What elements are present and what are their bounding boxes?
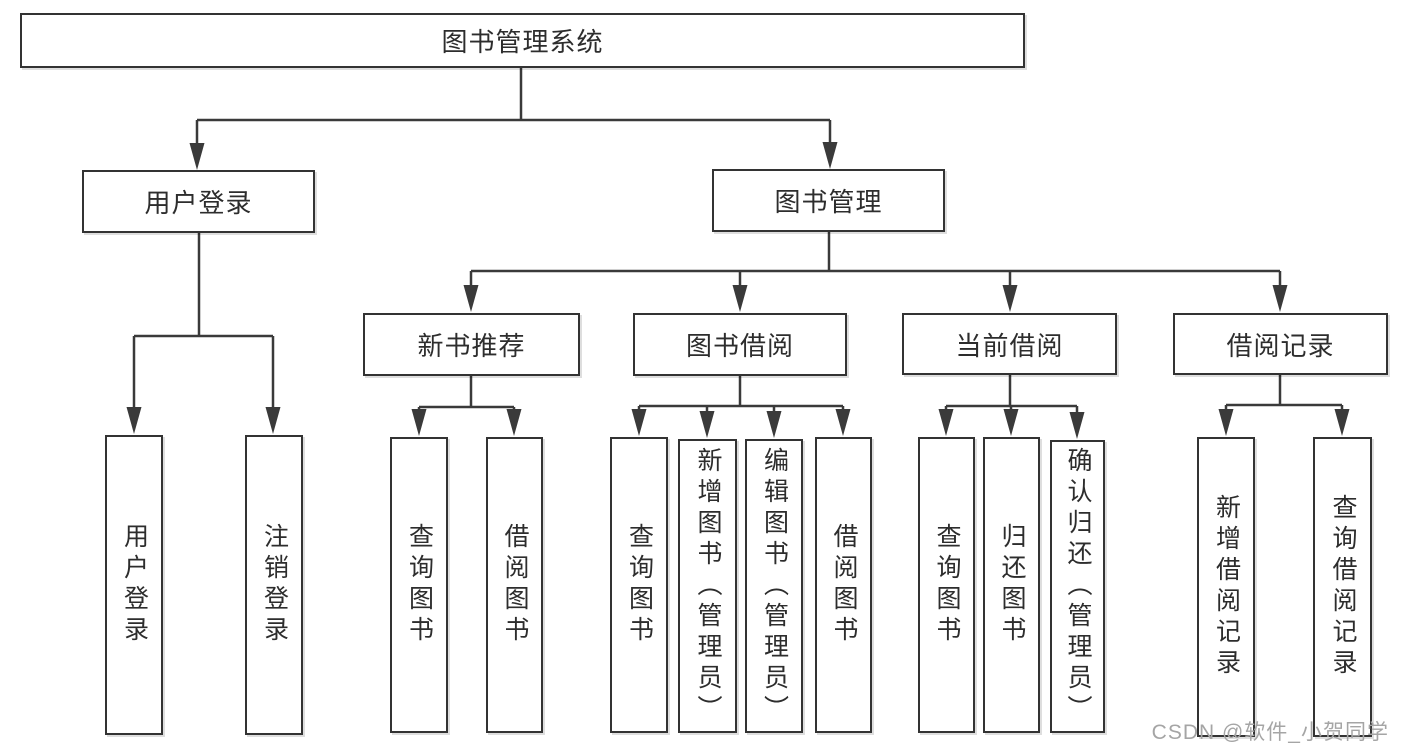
node-bb-query-books-label: 查询图书 — [625, 523, 654, 647]
node-root-label: 图书管理系统 — [441, 27, 604, 57]
node-bb-borrow-books: 借阅图书 — [815, 437, 872, 733]
node-book-mgmt: 图书管理 — [712, 169, 945, 232]
node-bb-add-books-label: 新增图书（管理员） — [694, 446, 722, 726]
node-rec-add-record-label: 新增借阅记录 — [1212, 494, 1241, 680]
node-rec-query-books: 查询图书 — [390, 437, 448, 733]
node-root: 图书管理系统 — [20, 13, 1025, 68]
node-logout-leaf: 注销登录 — [245, 435, 303, 735]
node-book-borrow-label: 图书借阅 — [685, 331, 794, 361]
node-cur-query-books: 查询图书 — [918, 437, 975, 733]
node-cur-query-books-label: 查询图书 — [933, 523, 961, 647]
node-bb-borrow-books-label: 借阅图书 — [830, 523, 858, 647]
node-rec-borrow-books: 借阅图书 — [486, 437, 543, 733]
node-current-borrow-label: 当前借阅 — [955, 330, 1064, 361]
node-new-book-rec: 新书推荐 — [363, 313, 580, 376]
node-user-login-label: 用户登录 — [144, 188, 253, 218]
node-borrow-records-label: 借阅记录 — [1226, 330, 1335, 361]
node-rec-add-record: 新增借阅记录 — [1197, 437, 1255, 737]
node-book-borrow: 图书借阅 — [633, 313, 847, 376]
node-cur-confirm-return: 确认归还（管理员） — [1050, 440, 1105, 733]
node-rec-query-record-label: 查询借阅记录 — [1329, 494, 1357, 680]
node-logout-leaf-label: 注销登录 — [260, 523, 289, 647]
watermark: CSDN @软件_小贺同学 — [1151, 721, 1389, 744]
node-cur-return-books-label: 归还图书 — [998, 523, 1026, 647]
node-bb-add-books: 新增图书（管理员） — [678, 439, 737, 733]
node-cur-return-books: 归还图书 — [983, 437, 1040, 733]
node-rec-query-books-label: 查询图书 — [405, 523, 434, 647]
node-user-login-leaf: 用户登录 — [105, 435, 163, 735]
node-rec-query-record: 查询借阅记录 — [1313, 437, 1372, 737]
node-new-book-rec-label: 新书推荐 — [417, 331, 526, 361]
node-rec-borrow-books-label: 借阅图书 — [501, 523, 529, 647]
node-cur-confirm-return-label: 确认归还（管理员） — [1064, 447, 1092, 726]
node-user-login: 用户登录 — [82, 170, 315, 233]
node-user-login-leaf-label: 用户登录 — [120, 523, 149, 647]
node-book-mgmt-label: 图书管理 — [774, 187, 883, 217]
node-borrow-records: 借阅记录 — [1173, 313, 1388, 375]
node-bb-edit-books: 编辑图书（管理员） — [745, 439, 803, 733]
node-current-borrow: 当前借阅 — [902, 313, 1117, 375]
node-bb-edit-books-label: 编辑图书（管理员） — [760, 446, 789, 726]
node-bb-query-books: 查询图书 — [610, 437, 668, 733]
